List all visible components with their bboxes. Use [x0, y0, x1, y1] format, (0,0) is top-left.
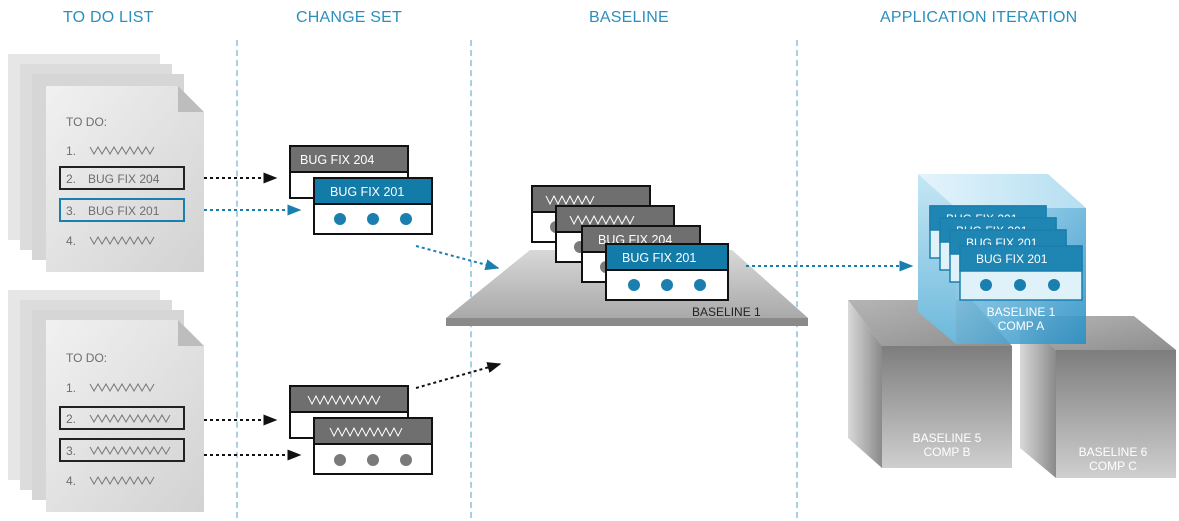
squiggle-placeholder-icon	[89, 413, 171, 424]
todo-item-highlight	[59, 198, 185, 222]
column-divider	[796, 40, 798, 518]
todo-item-number: 3.	[66, 444, 76, 458]
cube-caption: COMP A	[998, 319, 1044, 333]
card-label: BUG FIX 204	[300, 153, 374, 167]
cube-caption: COMP C	[1089, 459, 1137, 473]
dot-icon	[400, 213, 412, 225]
header-todo-list: TO DO LIST	[63, 9, 154, 26]
todo-item-label: BUG FIX 204	[88, 172, 160, 186]
todo-item-label: BUG FIX 201	[88, 204, 160, 218]
todo-item-number: 1.	[66, 381, 76, 395]
squiggle-placeholder-icon	[569, 214, 635, 226]
card-label: BUG FIX 201	[976, 252, 1048, 266]
squiggle-placeholder-icon	[89, 475, 155, 486]
todo-title: TO DO:	[66, 115, 107, 129]
dot-icon	[400, 454, 412, 466]
squiggle-placeholder-icon	[329, 426, 403, 438]
todo-item-number: 1.	[66, 144, 76, 158]
todo-item-number: 3.	[66, 204, 76, 218]
dot-icon	[980, 279, 992, 291]
squiggle-placeholder-icon	[89, 235, 155, 246]
todo-item-highlight	[59, 438, 185, 462]
cube-caption: BASELINE 1	[987, 305, 1056, 319]
dot-icon	[661, 279, 673, 291]
cube-comp-c: BASELINE 6 COMP C	[1020, 316, 1176, 478]
todo-item-highlight	[59, 406, 185, 430]
squiggle-placeholder-icon	[545, 194, 595, 206]
dot-icon	[1014, 279, 1026, 291]
column-divider	[236, 40, 238, 518]
todo-item-number: 2.	[66, 412, 76, 426]
dot-icon	[367, 213, 379, 225]
column-divider	[470, 40, 472, 518]
dot-icon	[334, 454, 346, 466]
cube-caption: BASELINE 5	[913, 431, 982, 445]
baseline-card: BUG FIX 201	[605, 243, 729, 301]
squiggle-placeholder-icon	[89, 382, 155, 393]
dot-icon	[367, 454, 379, 466]
header-application-iteration: APPLICATION ITERATION	[880, 9, 1078, 26]
baseline-label: BASELINE 1	[692, 305, 761, 319]
card-label: BUG FIX 201	[622, 251, 696, 265]
card-label: BUG FIX 201	[330, 185, 404, 199]
cube-caption: COMP B	[923, 445, 970, 459]
todo-title: TO DO:	[66, 351, 107, 365]
dot-icon	[694, 279, 706, 291]
todo-item-highlight	[59, 166, 185, 190]
squiggle-placeholder-icon	[89, 445, 171, 456]
change-set: BUG FIX 204 BUG FIX 201	[289, 145, 433, 235]
todo-item-number: 4.	[66, 474, 76, 488]
change-set	[289, 385, 433, 475]
dot-icon	[628, 279, 640, 291]
dot-icon	[1048, 279, 1060, 291]
squiggle-placeholder-icon	[307, 394, 381, 406]
dot-icon	[334, 213, 346, 225]
todo-document: TO DO: 1. 2. BUG FIX 204 3. BUG FIX 201 …	[8, 54, 204, 272]
header-baseline: BASELINE	[589, 9, 669, 26]
cube-card: BUG FIX 201	[959, 245, 1083, 301]
header-change-set: CHANGE SET	[296, 9, 403, 26]
todo-item-number: 4.	[66, 234, 76, 248]
dotted-arrow	[415, 245, 500, 271]
todo-document: TO DO: 1. 2. 3. 4.	[8, 290, 204, 512]
cube-caption: BASELINE 6	[1079, 445, 1148, 459]
dotted-arrow	[415, 362, 502, 389]
squiggle-placeholder-icon	[89, 145, 155, 156]
todo-item-number: 2.	[66, 172, 76, 186]
